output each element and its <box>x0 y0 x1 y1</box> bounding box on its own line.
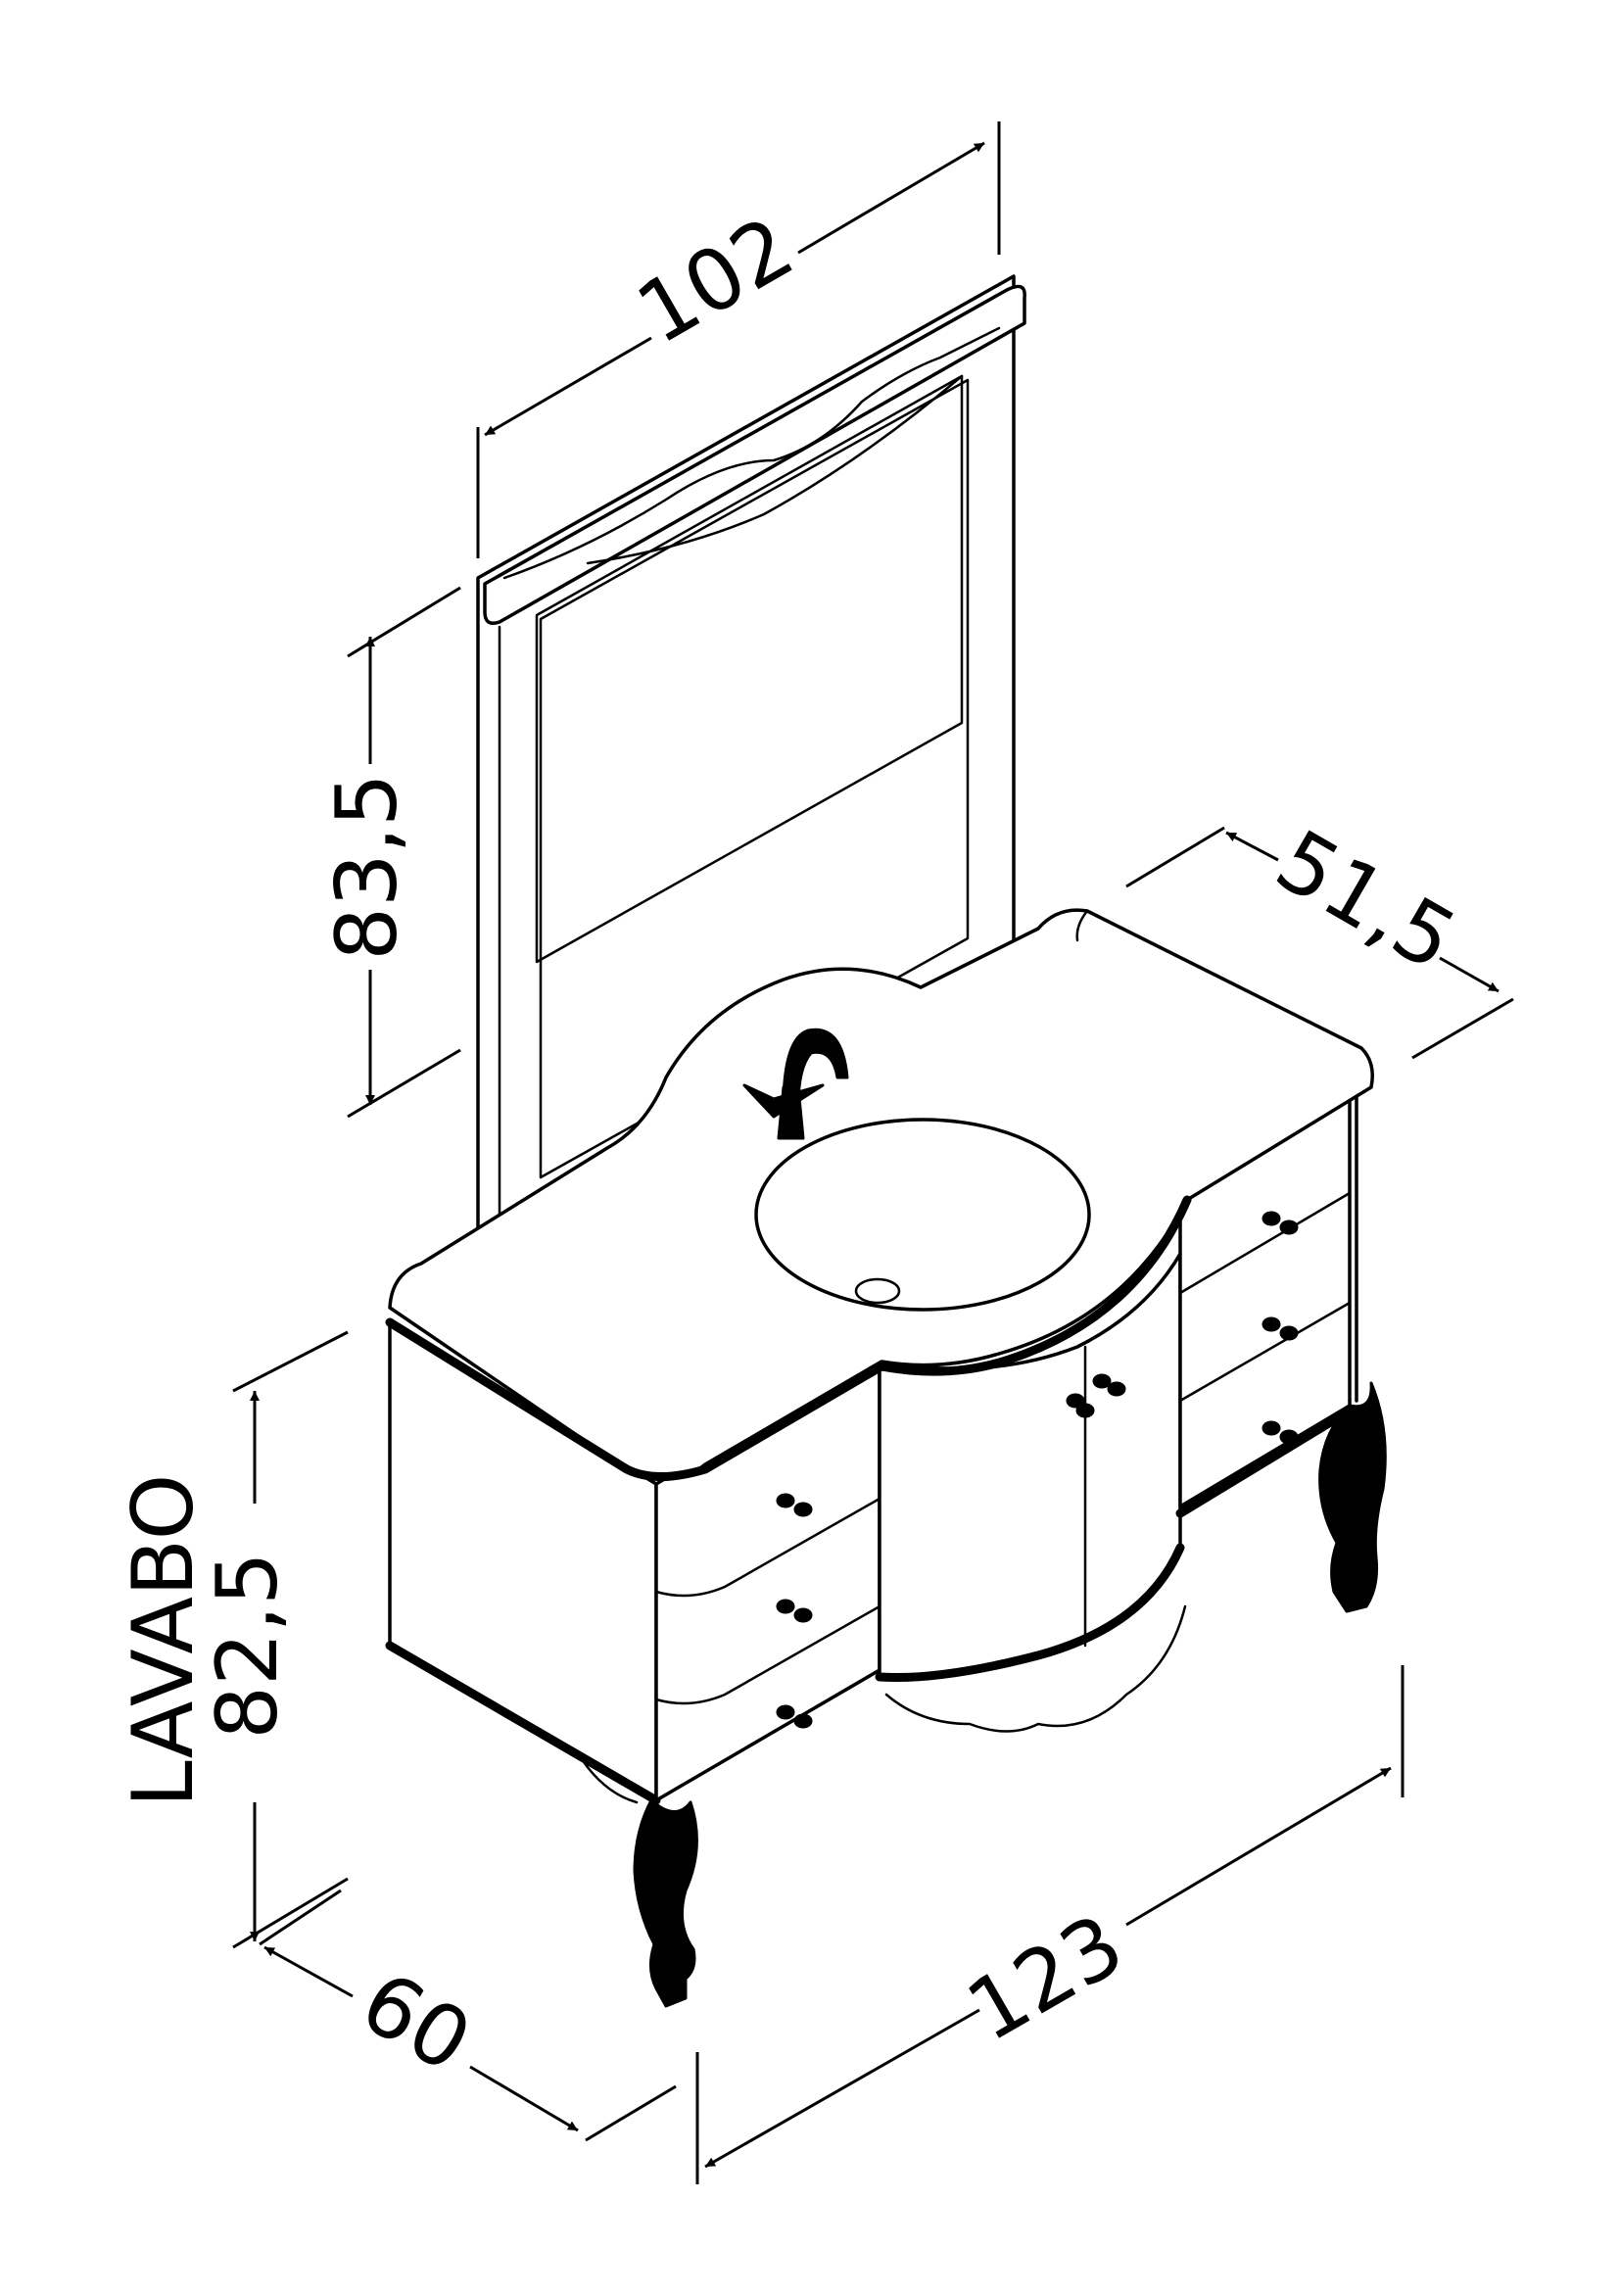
countertop-edge <box>385 1195 1192 1481</box>
ext-line <box>1411 997 1514 1060</box>
ext-line <box>347 1048 461 1119</box>
dim-line <box>797 141 985 255</box>
cabinet-depth-label: 60 <box>345 1953 487 2091</box>
mirror-glass-bevel <box>539 378 970 1179</box>
ext-line <box>259 1889 342 1946</box>
dim-line <box>1439 956 1500 993</box>
dim-line <box>469 2065 579 2132</box>
knob <box>776 1493 795 1508</box>
dim-line <box>1225 831 1279 862</box>
knob <box>1092 1373 1112 1389</box>
faucet <box>742 1028 849 1140</box>
ext-line <box>232 1330 349 1393</box>
drawer-divider <box>654 1604 881 1705</box>
vanity-left-base <box>385 1641 661 1805</box>
mirror-crown <box>483 284 1026 625</box>
ext-line <box>232 1877 349 1949</box>
knob <box>776 1599 795 1614</box>
dim-line <box>704 2008 980 2169</box>
top-depth-label: 51,5 <box>1261 812 1472 990</box>
dim-vanity-width: 123 <box>695 1665 1405 2184</box>
drawer-divider <box>654 1497 881 1598</box>
dim-line <box>263 1945 354 1998</box>
right-base <box>1175 1406 1355 1518</box>
knob <box>1066 1393 1085 1409</box>
drawer-divider <box>1178 1301 1352 1403</box>
mirror-crown-profile-lower <box>586 374 964 565</box>
vanity <box>385 908 1387 2008</box>
drain <box>854 1277 901 1305</box>
apron-scallop <box>884 1604 1187 1733</box>
mirror-crown-profile <box>502 326 1001 580</box>
drawer-divider <box>1178 1191 1352 1295</box>
dim-mirror-height: 83,5 <box>318 586 461 1119</box>
basin <box>754 1118 1091 1312</box>
knob <box>776 1704 795 1720</box>
knob <box>1262 1420 1281 1436</box>
ext-line <box>1125 826 1225 888</box>
ext-line <box>585 2084 677 2142</box>
knob <box>793 1502 813 1517</box>
knob <box>1262 1316 1281 1332</box>
faucet-spout <box>782 1028 849 1109</box>
knob <box>1262 1211 1281 1226</box>
dim-line <box>484 336 652 437</box>
vanity-width-label: 123 <box>951 1896 1139 2062</box>
backsplash-corner <box>1075 909 1089 942</box>
faucet-handle <box>742 1083 825 1119</box>
knob <box>793 1607 813 1623</box>
dim-cabinet-depth: 60 <box>259 1889 677 2142</box>
knob <box>1279 1220 1299 1235</box>
knob <box>1279 1429 1299 1445</box>
knob <box>793 1713 813 1729</box>
front-leg <box>633 1798 698 2008</box>
ext-line <box>347 586 461 658</box>
knob <box>1107 1381 1126 1397</box>
mirror-glass <box>535 374 964 964</box>
dim-vanity-height: LAVABO 82,5 <box>115 1330 349 1949</box>
dim-line <box>1125 1766 1392 1927</box>
knob <box>1075 1403 1095 1418</box>
drawer-knobs <box>776 1211 1299 1729</box>
apron-scallop-left <box>576 1751 639 1804</box>
vanity-label: LAVABO <box>115 1474 213 1808</box>
mirror-height-label: 83,5 <box>318 773 416 960</box>
vanity-height-label: 82,5 <box>199 1552 297 1739</box>
knob <box>1279 1325 1299 1341</box>
center-base-trim <box>875 1543 1185 1683</box>
right-leg <box>1318 1381 1387 1613</box>
